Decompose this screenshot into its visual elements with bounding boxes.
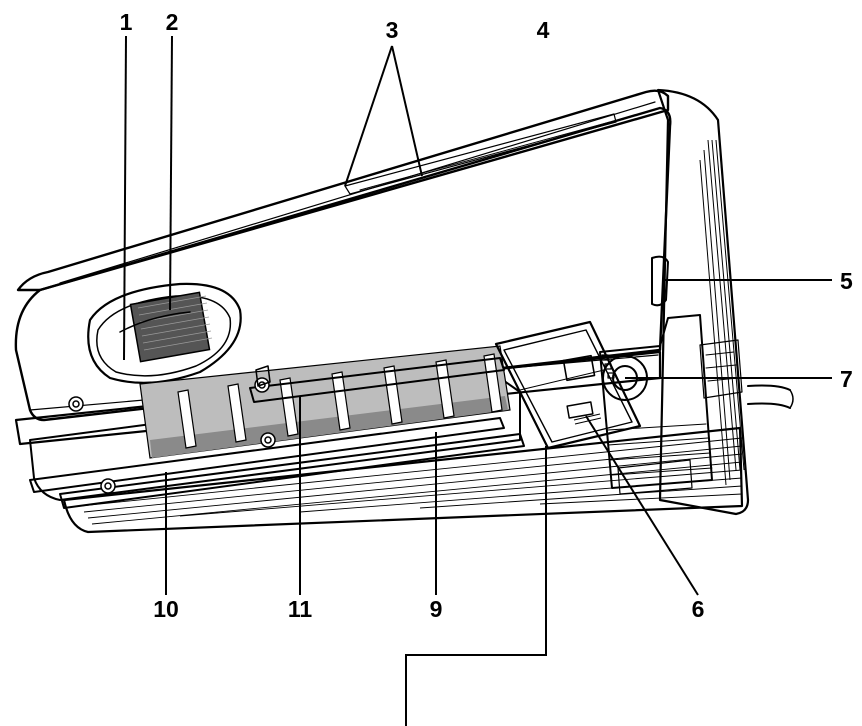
callout-6: 6	[692, 596, 705, 622]
leader-panel	[405, 446, 547, 726]
callout-2: 2	[166, 9, 179, 35]
right-face	[599, 314, 713, 495]
leader-3-left	[344, 45, 393, 187]
callout-7: 7	[840, 366, 853, 392]
callout-labels: 1 2 3 4 5 6 7 9 10 11	[120, 9, 853, 622]
callout-4: 4	[537, 17, 550, 43]
callout-3: 3	[386, 17, 399, 43]
leader-2	[169, 35, 173, 311]
callout-9: 9	[430, 596, 443, 622]
callout-5: 5	[840, 268, 853, 294]
air-outlet	[29, 345, 525, 509]
callout-10: 10	[153, 596, 179, 622]
leader-1	[123, 35, 127, 361]
callout-11: 11	[288, 596, 313, 622]
leader-3-right	[391, 45, 423, 177]
bottom-grille	[62, 426, 744, 534]
leader-lines	[123, 35, 832, 726]
side-panel	[656, 88, 794, 516]
indoor-unit-illustration	[14, 88, 794, 534]
callout-1: 1	[120, 9, 133, 35]
leader-6	[585, 415, 699, 596]
filter-oval	[87, 282, 242, 384]
